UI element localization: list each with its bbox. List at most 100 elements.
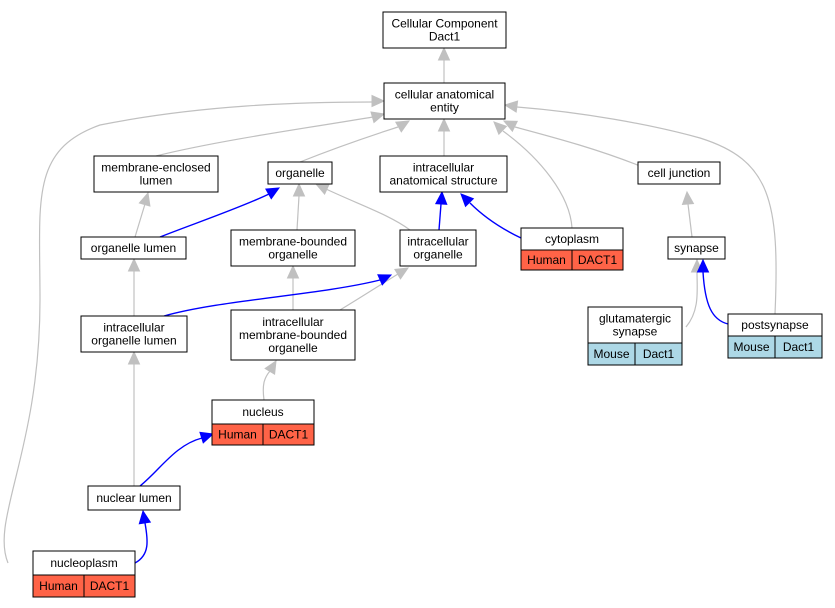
arrowhead-icon: [292, 182, 306, 197]
arrowhead-icon: [127, 350, 141, 365]
node-box: [587, 306, 683, 344]
arrowhead-icon: [394, 267, 410, 280]
node-label: synapse: [613, 325, 658, 339]
edge-line: [134, 522, 148, 564]
node-box: [382, 11, 507, 49]
species-label: Human: [39, 579, 78, 593]
edge-line: [262, 370, 271, 401]
term-node-nuc-lumen[interactable]: nuclear lumen: [87, 485, 181, 511]
arrowhead-icon: [493, 121, 508, 136]
edge-line: [502, 130, 573, 229]
edge-line: [3, 101, 373, 564]
species-label: Human: [527, 253, 566, 267]
gene-label: DACT1: [578, 253, 618, 267]
node-label: organelle: [413, 248, 463, 262]
node-label: organelle: [268, 248, 318, 262]
arrowhead-icon: [314, 183, 331, 195]
annotation-cell: [774, 335, 823, 359]
node-label: organelle: [268, 341, 318, 355]
species-label: Mouse: [593, 347, 629, 361]
edge-line: [299, 126, 399, 163]
is-a-edges: [3, 46, 777, 564]
node-box: [80, 236, 187, 260]
node-label: intracellular: [407, 235, 468, 249]
arrowhead-icon: [138, 509, 152, 525]
annotation-cell: [571, 249, 624, 271]
edge-line: [702, 271, 729, 325]
node-label: Cellular Component: [391, 17, 498, 31]
arrowhead-icon: [265, 187, 281, 200]
node-label: organelle lumen: [91, 334, 176, 348]
arrowhead-icon: [681, 190, 695, 206]
term-node-org-lumen[interactable]: organelle lumen: [80, 236, 187, 260]
term-node-cell-junction[interactable]: cell junction: [637, 161, 721, 185]
edge-line: [516, 106, 777, 315]
annotation-cell: [83, 574, 136, 598]
node-label: cytoplasm: [545, 232, 599, 246]
gene-label: DACT1: [269, 428, 309, 442]
edge-line: [163, 279, 381, 317]
edge-line: [139, 437, 203, 487]
arrowhead-icon: [503, 100, 519, 113]
edge-line: [296, 195, 300, 231]
gene-label: Dact1: [643, 347, 675, 361]
node-box: [399, 229, 477, 267]
part-of-edges: [134, 187, 729, 564]
arrowhead-icon: [434, 190, 448, 205]
node-box: [230, 229, 356, 267]
node-box: [667, 236, 726, 260]
node-label: membrane-enclosed: [101, 161, 210, 175]
arrowhead-icon: [460, 193, 475, 208]
node-label: cell junction: [648, 166, 711, 180]
node-label: nucleus: [242, 405, 283, 419]
arrowhead-icon: [437, 46, 451, 61]
arrowhead-icon: [264, 359, 277, 375]
arrowhead-icon: [696, 258, 710, 273]
node-label: cellular anatomical: [395, 88, 494, 102]
arrowhead-icon: [502, 120, 519, 133]
arrowhead-icon: [199, 431, 215, 444]
node-label: nucleoplasm: [50, 556, 117, 570]
edge-line: [339, 273, 399, 311]
edge-line: [514, 126, 641, 167]
node-box: [379, 155, 508, 193]
arrowhead-icon: [138, 191, 151, 207]
node-label: nuclear lumen: [96, 491, 171, 505]
node-box: [80, 315, 188, 353]
arrowhead-icon: [394, 120, 411, 133]
gene-label: DACT1: [90, 579, 130, 593]
edge-line: [438, 203, 442, 231]
edge-line: [325, 188, 411, 231]
edge-line: [134, 203, 146, 238]
node-label: intracellular: [413, 161, 474, 175]
species-label: Mouse: [733, 340, 769, 354]
node-label: Dact1: [429, 30, 461, 44]
arrowhead-icon: [286, 264, 300, 279]
node-label: postsynapse: [741, 318, 809, 332]
node-label: intracellular: [103, 321, 164, 335]
annotation-cell: [634, 342, 683, 366]
node-box: [267, 161, 333, 185]
node-label: lumen: [140, 174, 173, 188]
species-label: Human: [218, 428, 257, 442]
edge-line: [685, 271, 698, 328]
node-label: entity: [430, 101, 459, 115]
term-node-organelle[interactable]: organelle: [267, 161, 333, 185]
node-label: anatomical structure: [389, 174, 497, 188]
term-node-synapse[interactable]: synapse: [667, 236, 726, 260]
